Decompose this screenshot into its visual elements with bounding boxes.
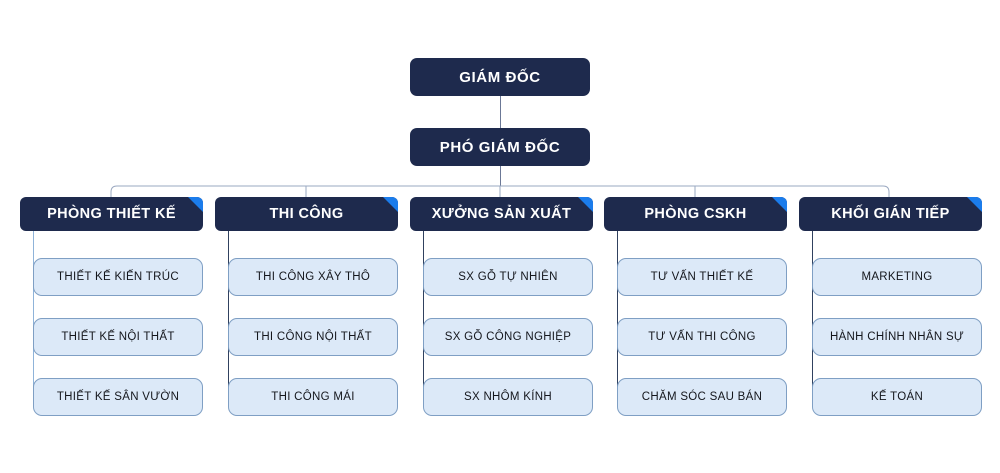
- sub-item-box[interactable]: KẾ TOÁN: [812, 378, 982, 416]
- department-header-label: PHÒNG THIẾT KẾ: [47, 206, 176, 222]
- sub-item-box[interactable]: HÀNH CHÍNH NHÂN SỰ: [812, 318, 982, 356]
- column-spine-4: [617, 231, 618, 397]
- column-spine-2: [228, 231, 229, 397]
- exec-box-director[interactable]: GIÁM ĐỐC: [410, 58, 590, 96]
- sub-item-label: TƯ VẤN THIẾT KẾ: [650, 271, 754, 283]
- sub-item-box[interactable]: SX GỖ CÔNG NGHIỆP: [423, 318, 593, 356]
- sub-item-label: THIẾT KẾ KIẾN TRÚC: [57, 271, 179, 283]
- column-spine-1: [33, 231, 34, 397]
- department-header-1[interactable]: PHÒNG THIẾT KẾ: [20, 197, 203, 231]
- sub-item-box[interactable]: CHĂM SÓC SAU BÁN: [617, 378, 787, 416]
- deputy-label: PHÓ GIÁM ĐỐC: [439, 138, 561, 156]
- corner-fold-icon: [578, 197, 593, 212]
- corner-fold-icon: [383, 197, 398, 212]
- sub-item-label: SX GỖ TỰ NHIÊN: [458, 271, 558, 283]
- column-spine-3: [423, 231, 424, 397]
- connector-director-to-deputy: [500, 96, 501, 128]
- sub-item-label: SX GỖ CÔNG NGHIỆP: [444, 331, 572, 343]
- sub-item-box[interactable]: TƯ VẤN THIẾT KẾ: [617, 258, 787, 296]
- connector-deputy-to-bus: [500, 166, 501, 186]
- sub-item-label: TƯ VẤN THI CÔNG: [648, 331, 756, 343]
- sub-item-box[interactable]: THI CÔNG MÁI: [228, 378, 398, 416]
- department-header-label: THI CÔNG: [269, 206, 344, 222]
- department-header-2[interactable]: THI CÔNG: [215, 197, 398, 231]
- sub-item-box[interactable]: MARKETING: [812, 258, 982, 296]
- sub-item-label: THI CÔNG XÂY THÔ: [255, 271, 371, 283]
- corner-fold-icon: [188, 197, 203, 212]
- corner-fold-icon: [772, 197, 787, 212]
- department-header-label: XƯỞNG SẢN XUẤT: [431, 206, 572, 222]
- corner-fold-icon: [967, 197, 982, 212]
- sub-item-box[interactable]: SX NHÔM KÍNH: [423, 378, 593, 416]
- sub-item-label: THIẾT KẾ NỘI THẤT: [61, 331, 175, 343]
- sub-item-box[interactable]: THIẾT KẾ KIẾN TRÚC: [33, 258, 203, 296]
- sub-item-box[interactable]: TƯ VẤN THI CÔNG: [617, 318, 787, 356]
- sub-item-label: KẾ TOÁN: [870, 391, 924, 403]
- sub-item-label: MARKETING: [861, 271, 933, 283]
- department-header-label: KHỐI GIÁN TIẾP: [831, 206, 950, 222]
- sub-item-box[interactable]: THI CÔNG NỘI THẤT: [228, 318, 398, 356]
- sub-item-box[interactable]: THIẾT KẾ SÂN VƯỜN: [33, 378, 203, 416]
- department-header-5[interactable]: KHỐI GIÁN TIẾP: [799, 197, 982, 231]
- department-header-4[interactable]: PHÒNG CSKH: [604, 197, 787, 231]
- sub-item-label: HÀNH CHÍNH NHÂN SỰ: [829, 331, 965, 343]
- sub-item-box[interactable]: THI CÔNG XÂY THÔ: [228, 258, 398, 296]
- department-header-label: PHÒNG CSKH: [644, 206, 747, 222]
- column-spine-5: [812, 231, 813, 397]
- sub-item-label: THIẾT KẾ SÂN VƯỜN: [56, 391, 180, 403]
- sub-item-label: THI CÔNG NỘI THẤT: [254, 331, 372, 343]
- exec-box-deputy[interactable]: PHÓ GIÁM ĐỐC: [410, 128, 590, 166]
- sub-item-label: CHĂM SÓC SAU BÁN: [641, 391, 763, 403]
- department-header-3[interactable]: XƯỞNG SẢN XUẤT: [410, 197, 593, 231]
- sub-item-label: SX NHÔM KÍNH: [464, 391, 552, 403]
- sub-item-box[interactable]: SX GỖ TỰ NHIÊN: [423, 258, 593, 296]
- director-label: GIÁM ĐỐC: [459, 68, 541, 86]
- sub-item-label: THI CÔNG MÁI: [271, 391, 355, 403]
- sub-item-box[interactable]: THIẾT KẾ NỘI THẤT: [33, 318, 203, 356]
